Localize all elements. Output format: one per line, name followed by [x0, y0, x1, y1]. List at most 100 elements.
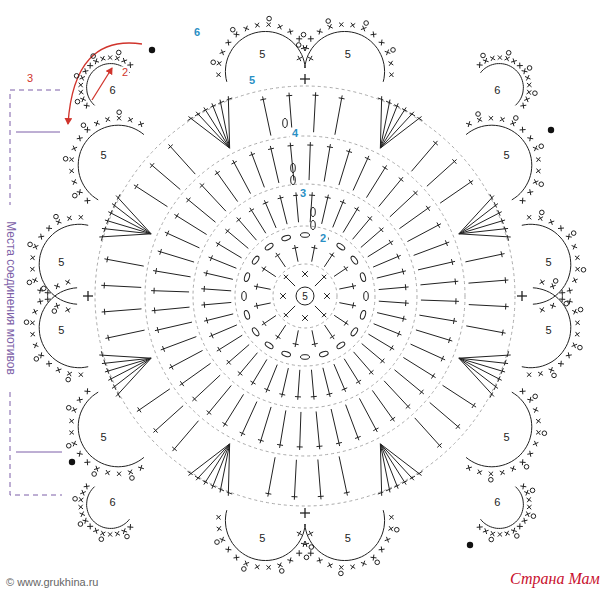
double-crochet [373, 255, 401, 267]
single-crochet [105, 118, 110, 121]
single-crochet [339, 22, 343, 27]
row-guide [193, 184, 417, 408]
stitch-bar [155, 268, 157, 274]
double-crochet [346, 405, 359, 441]
single-crochet [537, 430, 541, 435]
stitch-bar [410, 113, 415, 116]
picot [73, 193, 78, 198]
single-crochet [540, 308, 545, 311]
double-crochet [379, 287, 409, 290]
single-crochet [54, 285, 60, 287]
double-crochet [223, 394, 243, 426]
single-crochet [38, 236, 44, 238]
row-number: 3 [298, 188, 308, 199]
single-crochet [216, 73, 221, 77]
double-crochet [315, 275, 326, 286]
double-crochet [443, 385, 477, 407]
double-crochet [284, 306, 295, 317]
double-crochet [266, 365, 277, 393]
stitch-bar [420, 390, 424, 395]
single-crochet [575, 256, 580, 260]
single-crochet [527, 90, 532, 94]
double-crochet [459, 228, 508, 233]
chain-arc [522, 288, 571, 368]
single-crochet [537, 157, 541, 162]
single-crochet [280, 293, 286, 299]
stitch-bar [210, 105, 215, 108]
stitch-bar [238, 371, 243, 375]
stitch-bar [342, 388, 348, 390]
single-crochet [575, 321, 580, 325]
stitch-bar [218, 347, 221, 352]
stitch-bar [346, 151, 352, 153]
chain-arc [305, 510, 385, 560]
single-crochet [310, 550, 311, 556]
single-crochet [34, 343, 36, 349]
join-dot [467, 542, 473, 548]
single-crochet [30, 267, 35, 271]
single-crochet [83, 71, 89, 72]
picot [481, 53, 486, 58]
stitch-bar [426, 206, 429, 211]
single-crochet [538, 372, 543, 375]
single-crochet [324, 293, 330, 299]
single-crochet [576, 332, 580, 337]
stitch-bar [417, 117, 422, 120]
ring-circle [296, 287, 314, 305]
stitch-bar [365, 157, 370, 159]
stitch-bar [222, 422, 227, 425]
double-crochet [334, 315, 348, 324]
single-crochet [290, 29, 291, 35]
stitch-bar [402, 109, 407, 112]
chain-stitch [264, 341, 274, 350]
stitch-bar [433, 141, 438, 145]
single-crochet [228, 546, 230, 552]
single-crochet [536, 158, 541, 162]
double-crochet [192, 375, 220, 401]
stitch-bar [368, 217, 373, 221]
stitch-bar [378, 98, 384, 100]
single-crochet [468, 465, 470, 471]
stitch-bar [249, 209, 254, 212]
single-crochet [527, 83, 531, 88]
single-crochet [536, 419, 541, 423]
stitch-bar [210, 255, 212, 261]
double-crochet [262, 267, 276, 276]
double-crochet [153, 271, 190, 277]
single-crochet [568, 234, 570, 240]
stitch-bar [117, 194, 120, 199]
single-crochet [574, 309, 577, 314]
stitch-bar [240, 432, 245, 434]
single-crochet [30, 332, 35, 336]
stitch-bar [157, 327, 158, 333]
double-crochet [233, 160, 251, 194]
single-crochet [527, 373, 531, 377]
single-crochet [87, 459, 88, 465]
stitch-bar [107, 218, 109, 224]
single-crochet [79, 373, 83, 377]
chain-stitch [291, 164, 296, 173]
single-crochet [79, 373, 83, 377]
single-crochet [526, 75, 529, 80]
double-crochet [339, 456, 347, 495]
double-crochet [331, 409, 340, 446]
double-crochet [344, 359, 360, 384]
stitch-bar [406, 404, 410, 408]
double-crochet [380, 444, 398, 489]
stitch-bar [344, 492, 350, 493]
stitch-bar [390, 417, 395, 420]
chain-arc [305, 32, 385, 82]
single-crochet [220, 51, 226, 53]
double-crochet [196, 112, 230, 148]
double-crochet [161, 337, 197, 350]
single-crochet [45, 292, 51, 293]
picot [116, 50, 121, 55]
stitch-bar [501, 218, 503, 224]
stitch-bar [295, 396, 301, 397]
single-crochet [65, 281, 70, 284]
picot [91, 54, 96, 59]
single-crochet [117, 472, 121, 476]
stitch-bar [451, 259, 452, 265]
double-crochet [209, 257, 237, 268]
stitch-bar [437, 443, 441, 447]
